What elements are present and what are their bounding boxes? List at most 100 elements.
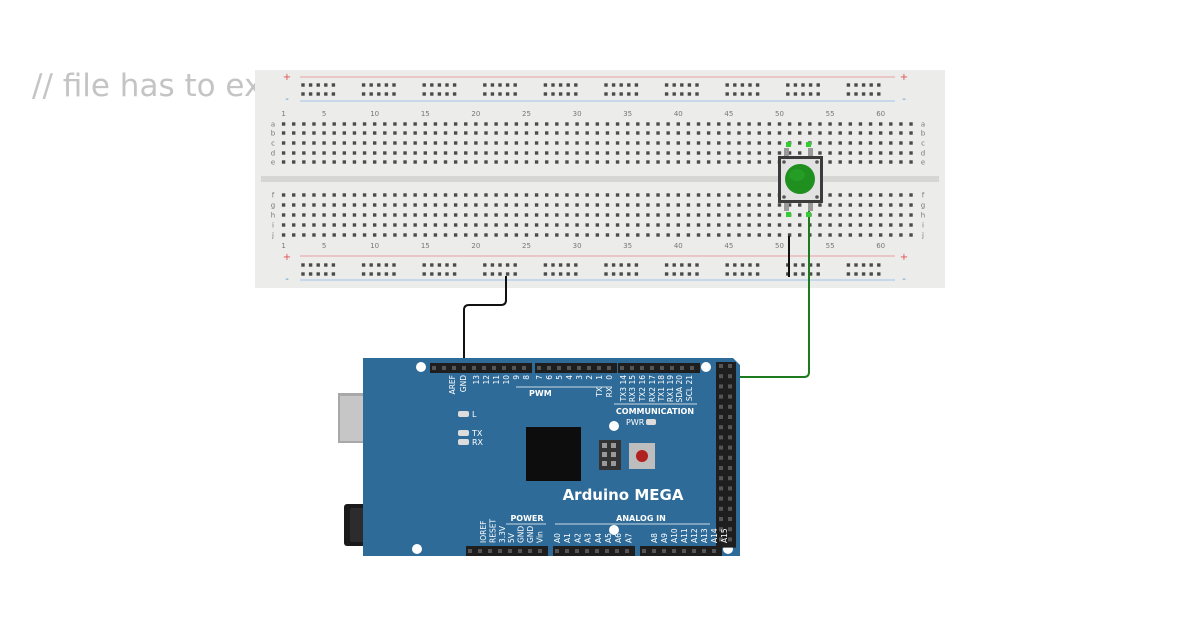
breadboard-hole[interactable] <box>858 223 863 227</box>
breadboard-rail-hole[interactable] <box>490 83 495 87</box>
breadboard-hole[interactable] <box>818 141 822 145</box>
breadboard-hole[interactable] <box>878 213 883 217</box>
breadboard-rail-hole[interactable] <box>687 272 692 276</box>
breadboard-hole[interactable] <box>383 160 387 164</box>
breadboard-hole[interactable] <box>676 141 680 145</box>
breadboard-rail-hole[interactable] <box>801 92 805 96</box>
breadboard-hole[interactable] <box>585 141 589 145</box>
header-pin[interactable] <box>547 366 551 370</box>
breadboard-hole[interactable] <box>767 122 772 126</box>
breadboard-hole[interactable] <box>302 160 306 164</box>
breadboard-hole[interactable] <box>585 223 589 227</box>
breadboard-hole[interactable] <box>747 122 751 126</box>
breadboard-hole[interactable] <box>433 151 438 155</box>
breadboard-hole[interactable] <box>352 151 357 155</box>
breadboard-hole[interactable] <box>818 223 822 227</box>
breadboard-hole[interactable] <box>646 203 650 207</box>
breadboard-hole[interactable] <box>605 193 610 197</box>
breadboard-hole[interactable] <box>484 151 488 155</box>
breadboard-hole[interactable] <box>383 233 387 237</box>
breadboard-rail-hole[interactable] <box>331 263 336 267</box>
breadboard-hole[interactable] <box>676 160 680 164</box>
breadboard-hole[interactable] <box>352 203 357 207</box>
breadboard-hole[interactable] <box>858 131 863 135</box>
breadboard-hole[interactable] <box>464 122 468 126</box>
breadboard-hole[interactable] <box>727 122 731 126</box>
breadboard-hole[interactable] <box>615 141 620 145</box>
breadboard-hole[interactable] <box>545 233 549 237</box>
breadboard-hole[interactable] <box>838 151 842 155</box>
breadboard-hole[interactable] <box>686 233 691 237</box>
breadboard-rail-hole[interactable] <box>748 263 752 267</box>
breadboard-hole[interactable] <box>352 213 357 217</box>
breadboard-hole[interactable] <box>828 203 832 207</box>
breadboard-hole[interactable] <box>413 213 417 217</box>
breadboard-rail-hole[interactable] <box>854 263 858 267</box>
breadboard-hole[interactable] <box>403 193 407 197</box>
breadboard-rail-hole[interactable] <box>695 83 699 87</box>
breadboard-hole[interactable] <box>889 193 893 197</box>
breadboard-hole[interactable] <box>595 122 600 126</box>
breadboard-hole[interactable] <box>798 233 802 237</box>
breadboard-hole[interactable] <box>362 193 367 197</box>
breadboard-hole[interactable] <box>292 141 296 145</box>
breadboard-hole[interactable] <box>372 223 377 227</box>
breadboard-hole[interactable] <box>686 223 691 227</box>
breadboard-hole[interactable] <box>433 193 438 197</box>
breadboard-hole[interactable] <box>848 203 853 207</box>
breadboard-hole[interactable] <box>909 223 913 227</box>
breadboard-hole[interactable] <box>494 151 498 155</box>
breadboard-rail-hole[interactable] <box>384 263 389 267</box>
breadboard-hole[interactable] <box>453 203 458 207</box>
breadboard-rail-hole[interactable] <box>505 272 510 276</box>
breadboard-hole[interactable] <box>625 131 630 135</box>
breadboard-hole[interactable] <box>403 141 407 145</box>
breadboard-hole[interactable] <box>403 223 407 227</box>
breadboard-hole[interactable] <box>443 141 448 145</box>
breadboard-rail-hole[interactable] <box>498 272 502 276</box>
breadboard-hole[interactable] <box>292 160 296 164</box>
header-pin[interactable] <box>555 549 559 553</box>
breadboard-rail-hole[interactable] <box>611 83 616 87</box>
breadboard-hole[interactable] <box>332 233 336 237</box>
breadboard-rail-hole[interactable] <box>566 263 570 267</box>
breadboard-hole[interactable] <box>777 223 782 227</box>
breadboard-hole[interactable] <box>625 233 630 237</box>
breadboard-hole[interactable] <box>777 122 782 126</box>
breadboard-hole[interactable] <box>474 160 478 164</box>
breadboard-hole[interactable] <box>464 141 468 145</box>
breadboard-rail-hole[interactable] <box>808 263 813 267</box>
breadboard-hole[interactable] <box>545 203 549 207</box>
breadboard-rail-hole[interactable] <box>513 92 517 96</box>
breadboard-rail-hole[interactable] <box>786 263 790 267</box>
breadboard-hole[interactable] <box>393 131 397 135</box>
header-pin[interactable] <box>728 374 732 379</box>
breadboard-hole[interactable] <box>656 122 660 126</box>
breadboard-hole[interactable] <box>474 223 478 227</box>
breadboard-hole[interactable] <box>292 223 296 227</box>
breadboard-hole[interactable] <box>555 141 559 145</box>
breadboard-hole[interactable] <box>706 141 711 145</box>
breadboard-hole[interactable] <box>423 213 427 217</box>
breadboard-rail-hole[interactable] <box>430 92 434 96</box>
breadboard-hole[interactable] <box>474 151 478 155</box>
breadboard-hole[interactable] <box>605 233 610 237</box>
breadboard-hole[interactable] <box>706 151 711 155</box>
gnd-wire[interactable] <box>463 276 507 368</box>
breadboard-hole[interactable] <box>453 233 458 237</box>
breadboard-hole[interactable] <box>575 160 579 164</box>
breadboard-hole[interactable] <box>595 141 600 145</box>
breadboard-hole[interactable] <box>352 223 357 227</box>
breadboard-rail-hole[interactable] <box>452 92 457 96</box>
header-pin[interactable] <box>587 366 591 370</box>
breadboard-hole[interactable] <box>545 122 549 126</box>
breadboard-hole[interactable] <box>443 213 448 217</box>
breadboard-hole[interactable] <box>868 131 873 135</box>
breadboard-hole[interactable] <box>433 203 438 207</box>
breadboard-hole[interactable] <box>666 203 670 207</box>
breadboard-hole[interactable] <box>686 151 691 155</box>
breadboard-hole[interactable] <box>565 223 569 227</box>
header-pin[interactable] <box>482 366 486 370</box>
breadboard-hole[interactable] <box>372 233 377 237</box>
breadboard-rail-hole[interactable] <box>672 92 676 96</box>
